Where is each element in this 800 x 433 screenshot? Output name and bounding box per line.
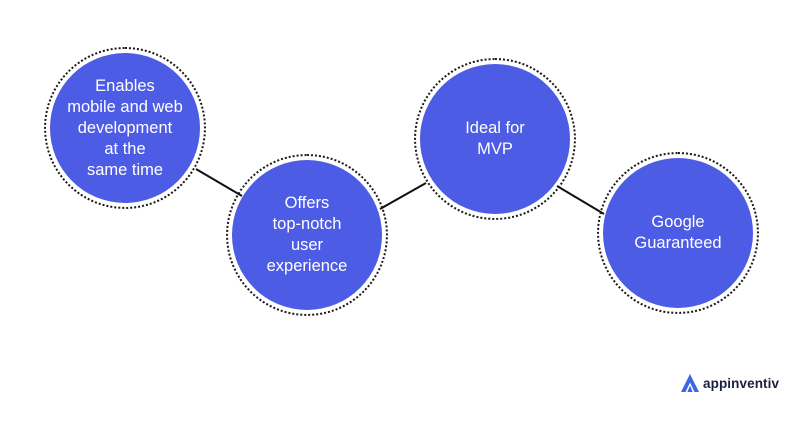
node-mobile-web-development: Enables mobile and web development at th… xyxy=(44,47,206,209)
dotted-ring xyxy=(226,154,388,316)
dotted-ring xyxy=(597,152,759,314)
node-label: Enables mobile and web development at th… xyxy=(67,76,183,179)
appinventiv-logo-icon xyxy=(681,374,699,392)
brand-name: appinventiv xyxy=(703,375,780,391)
node-ideal-for-mvp: Ideal for MVP xyxy=(414,58,576,220)
connector-ux-mvp xyxy=(379,182,427,210)
node-google-guaranteed: Google Guaranteed xyxy=(597,152,759,314)
connector-mvp-google xyxy=(556,185,605,215)
node-circle: Offers top-notch user experience xyxy=(232,160,382,310)
node-label: Offers top-notch user experience xyxy=(266,194,348,275)
connector-mobile-web-ux xyxy=(195,168,243,197)
dotted-ring xyxy=(44,47,206,209)
node-circle: Enables mobile and web development at th… xyxy=(50,53,200,203)
node-label: Ideal for MVP xyxy=(465,119,525,158)
node-label: Google Guaranteed xyxy=(634,213,722,252)
brand-logo: appinventiv xyxy=(680,373,779,393)
node-circle: Google Guaranteed xyxy=(603,158,753,308)
dotted-ring xyxy=(414,58,576,220)
node-user-experience: Offers top-notch user experience xyxy=(226,154,388,316)
node-circle: Ideal for MVP xyxy=(420,64,570,214)
